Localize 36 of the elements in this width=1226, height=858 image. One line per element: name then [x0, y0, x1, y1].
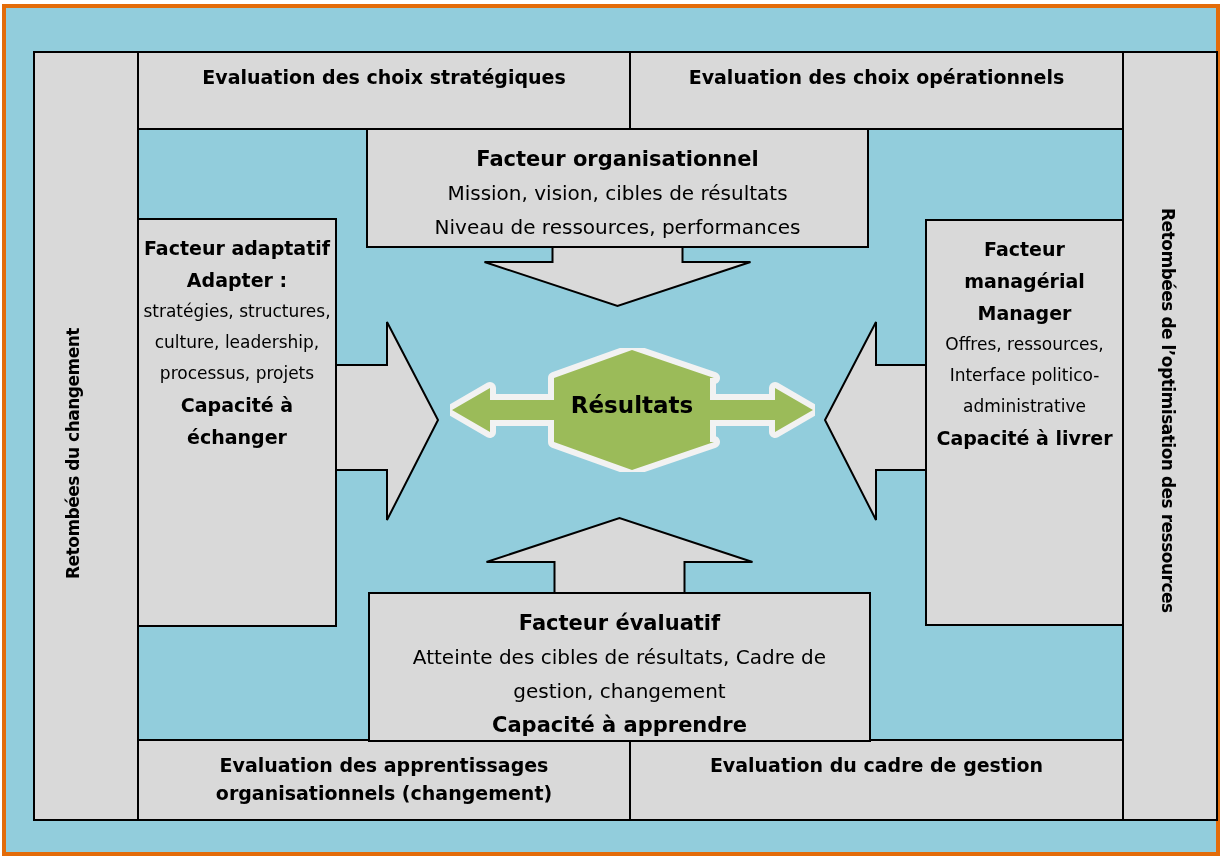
- factor-box: [137, 218, 337, 627]
- factor-text: stratégies, structures, culture, leadership, processus, projets: [143, 300, 331, 385]
- evaluation-band: [629, 739, 1124, 821]
- capacity-text: Capacité à échanger: [179, 393, 295, 450]
- factor-title: Facteur adaptatif: [143, 236, 331, 261]
- factor-text: Mission, vision, cibles de résultats: [446, 180, 789, 207]
- capacity-text: Capacité à apprendre: [491, 712, 748, 739]
- action-heading: Manager: [976, 301, 1073, 326]
- factor-text: Atteinte des cibles de résultats, Cadre de gestion, changement: [411, 644, 828, 705]
- band-label: Evaluation des choix stratégiques: [201, 65, 567, 90]
- block-arrow: [334, 321, 440, 521]
- band-label: Evaluation du cadre de gestion: [708, 753, 1045, 778]
- factor-text: Offres, ressources, Interface politico-administrative: [944, 333, 1105, 418]
- factor-box: [366, 128, 869, 248]
- block-arrow: [485, 516, 754, 595]
- side-column: [33, 51, 139, 821]
- side-column: [1122, 51, 1218, 821]
- evaluation-band: [137, 739, 631, 821]
- factor-title: Facteur organisationnel: [475, 146, 760, 173]
- band-label: Evaluation des apprentissages organisationnels (changement): [214, 753, 554, 806]
- factor-title: Facteur managérial: [963, 237, 1086, 294]
- factor-text: Niveau de ressources, performances: [433, 214, 802, 241]
- column-label: Retombées du changement: [63, 327, 83, 579]
- factor-box: [925, 219, 1124, 626]
- results-label: Résultats: [569, 392, 695, 418]
- block-arrow: [483, 245, 752, 308]
- factor-box: [368, 592, 871, 742]
- action-heading: Adapter :: [185, 268, 289, 293]
- results-arrow: [450, 348, 815, 472]
- block-arrow: [823, 321, 928, 521]
- evaluation-band: [629, 51, 1124, 130]
- factor-title: Facteur évaluatif: [517, 610, 722, 637]
- column-label: Retombées de l’optimisation des ressources: [1158, 208, 1178, 613]
- evaluation-band: [137, 51, 631, 130]
- band-label: Evaluation des choix opérationnels: [687, 65, 1066, 90]
- capacity-text: Capacité à livrer: [935, 426, 1114, 451]
